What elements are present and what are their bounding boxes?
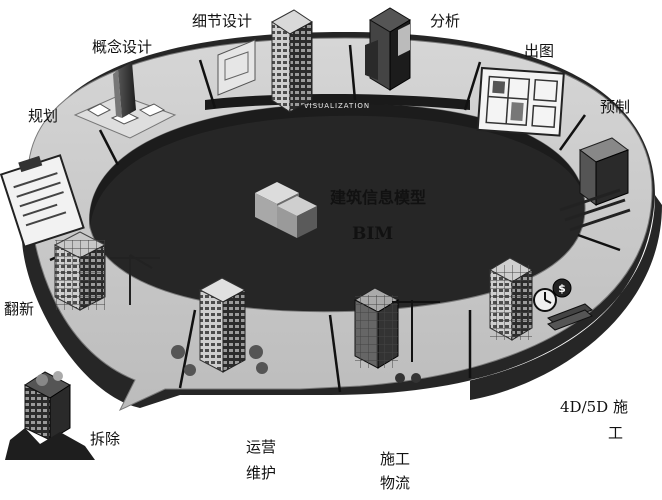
clipboard-icon — [0, 154, 85, 249]
analysis-tower-icon — [365, 7, 411, 91]
stage-label-detail-design: 细节设计 — [192, 12, 253, 30]
renovation-building-icon — [53, 231, 160, 311]
floorplan-sheet-icon — [476, 66, 565, 137]
stage-label-analysis: 分析 — [430, 12, 461, 30]
stage-label-construction-line2: 工 — [608, 424, 624, 442]
stage-label-logistics-line2: 物流 — [380, 474, 411, 492]
stage-label-concept-design: 概念设计 — [92, 38, 153, 56]
stage-label-renovation: 翻新 — [4, 300, 35, 318]
stage-label-demolition: 拆除 — [90, 430, 121, 448]
stage-label-construction-line1: 4D/5D 施 — [560, 398, 628, 416]
stage-label-operation-line1: 运营 — [246, 438, 277, 456]
bim-cube-icon — [255, 182, 317, 238]
material-stack-icon — [547, 303, 593, 331]
stage-label-operation-line2: 维护 — [246, 464, 277, 482]
center-title: 建筑信息模型 — [330, 188, 427, 207]
clock-icon — [533, 288, 557, 312]
demolition-rubble-icon — [5, 371, 95, 460]
construction-site-icon — [353, 287, 440, 383]
concept-model-icon — [73, 62, 177, 139]
stage-label-logistics-line1: 施工 — [380, 450, 411, 468]
operation-tower-icon — [171, 277, 268, 376]
dollar-coin-icon: $ — [552, 278, 572, 298]
stage-label-planning: 规划 — [28, 107, 59, 125]
prefab-factory-icon — [559, 137, 631, 232]
ring-caption-band — [205, 94, 470, 110]
center-subtitle: BIM — [352, 224, 394, 244]
stage-label-drawing: 出图 — [524, 42, 555, 60]
4d5d-tower-icon — [488, 257, 534, 341]
detail-tower-icon — [217, 9, 313, 113]
stage-label-prefab: 预制 — [600, 98, 631, 116]
svg-text:$: $ — [558, 282, 566, 295]
ring-caption: VISUALIZATION — [304, 102, 370, 110]
